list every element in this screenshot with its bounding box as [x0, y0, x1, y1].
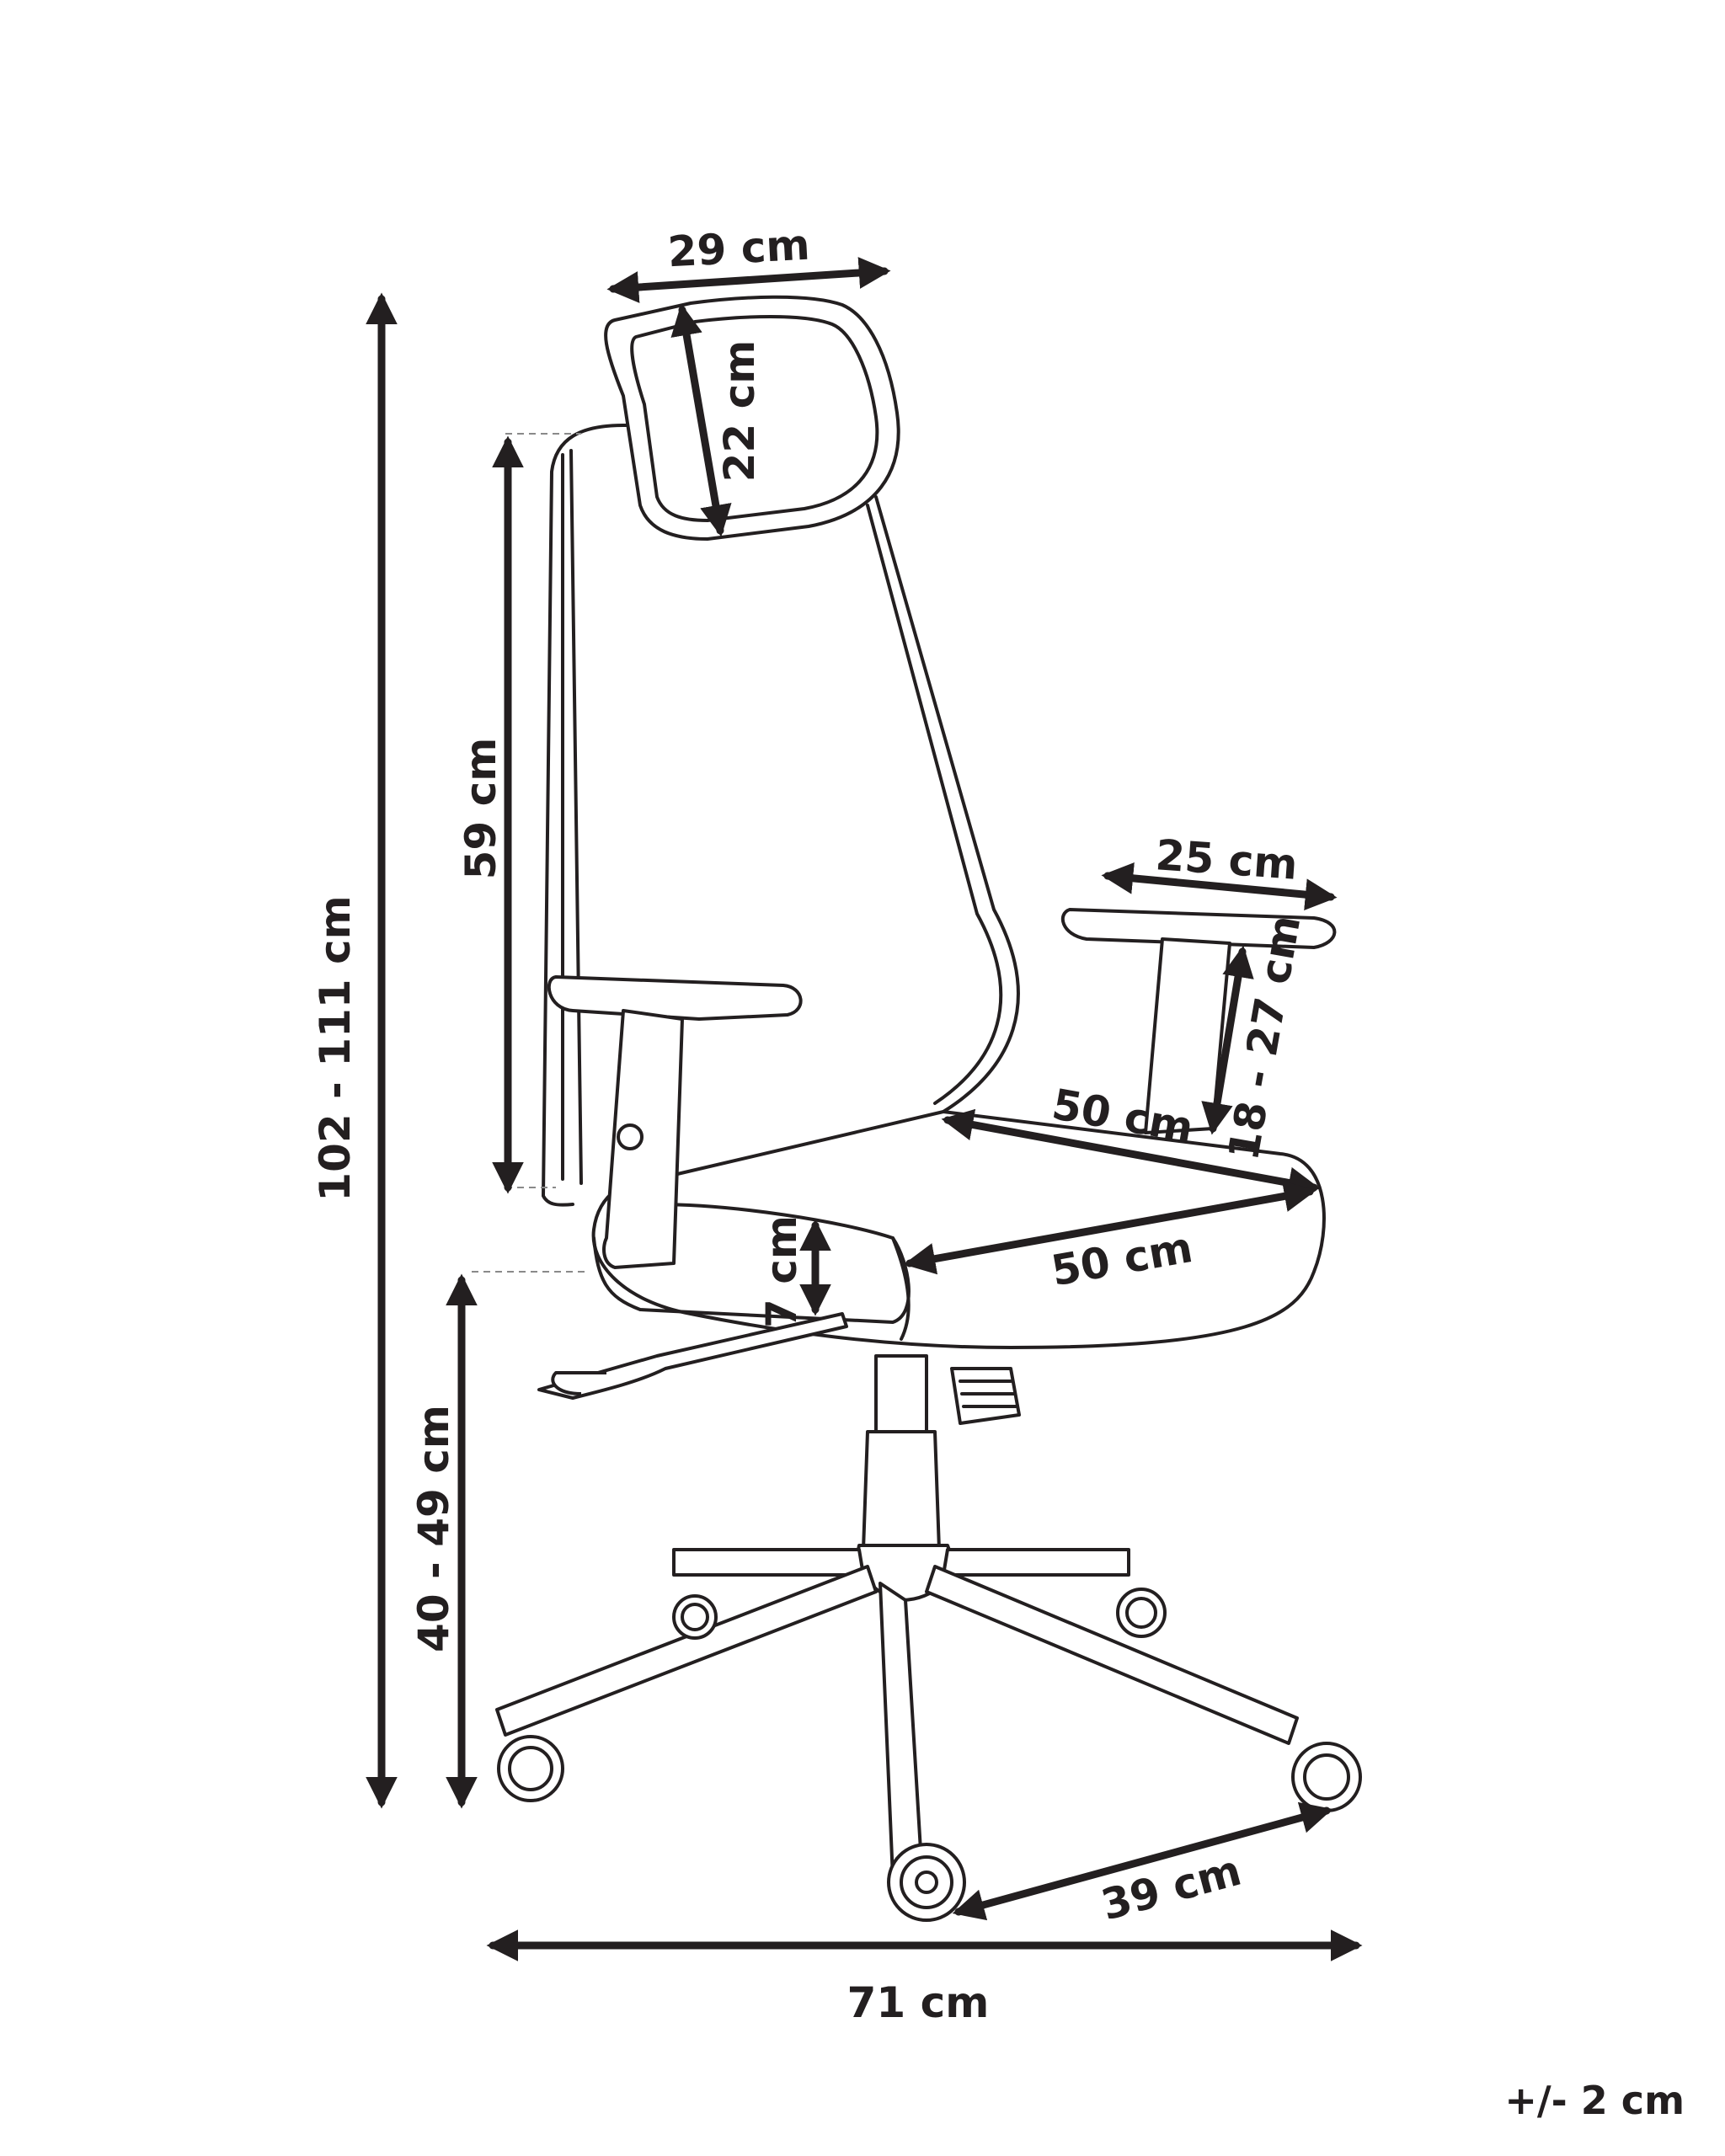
- armrest-width-label: 25 cm: [1154, 830, 1299, 889]
- total-height-label: 102 - 111 cm: [311, 895, 360, 1201]
- gas-lift: [874, 1354, 928, 1433]
- base-leg-span-arrow: [952, 1801, 1333, 1921]
- backrest-outline: [542, 424, 1020, 1207]
- casters: [497, 1588, 1362, 1922]
- armrest-height-arrow: [1201, 945, 1254, 1135]
- armrest-width-arrow: [1101, 862, 1338, 910]
- seat-height-label: 40 - 49 cm: [409, 1405, 458, 1652]
- headrest-width-arrow: [606, 257, 891, 303]
- left-armrest: [547, 975, 803, 1021]
- seat-depth-arrow: [941, 1108, 1321, 1199]
- backrest-height-label: 59 cm: [457, 738, 505, 880]
- headrest-width-label: 29 cm: [666, 221, 811, 277]
- dimension-arrows: [366, 257, 1363, 1961]
- headrest-height-arrow: [670, 303, 732, 537]
- armrest-height-label: 18 - 27 cm: [1219, 911, 1310, 1163]
- right-armrest: [1060, 908, 1337, 949]
- overall-width-label: 71 cm: [847, 1978, 990, 2027]
- base-leg-span-label: 39 cm: [1097, 1846, 1247, 1930]
- tolerance-label: +/- 2 cm: [1504, 2078, 1685, 2123]
- seat-thickness-label: 7 cm: [757, 1215, 806, 1328]
- headrest-height-label: 22 cm: [715, 340, 764, 483]
- seat-width-arrow: [903, 1180, 1316, 1275]
- star-base: [495, 1544, 1299, 1880]
